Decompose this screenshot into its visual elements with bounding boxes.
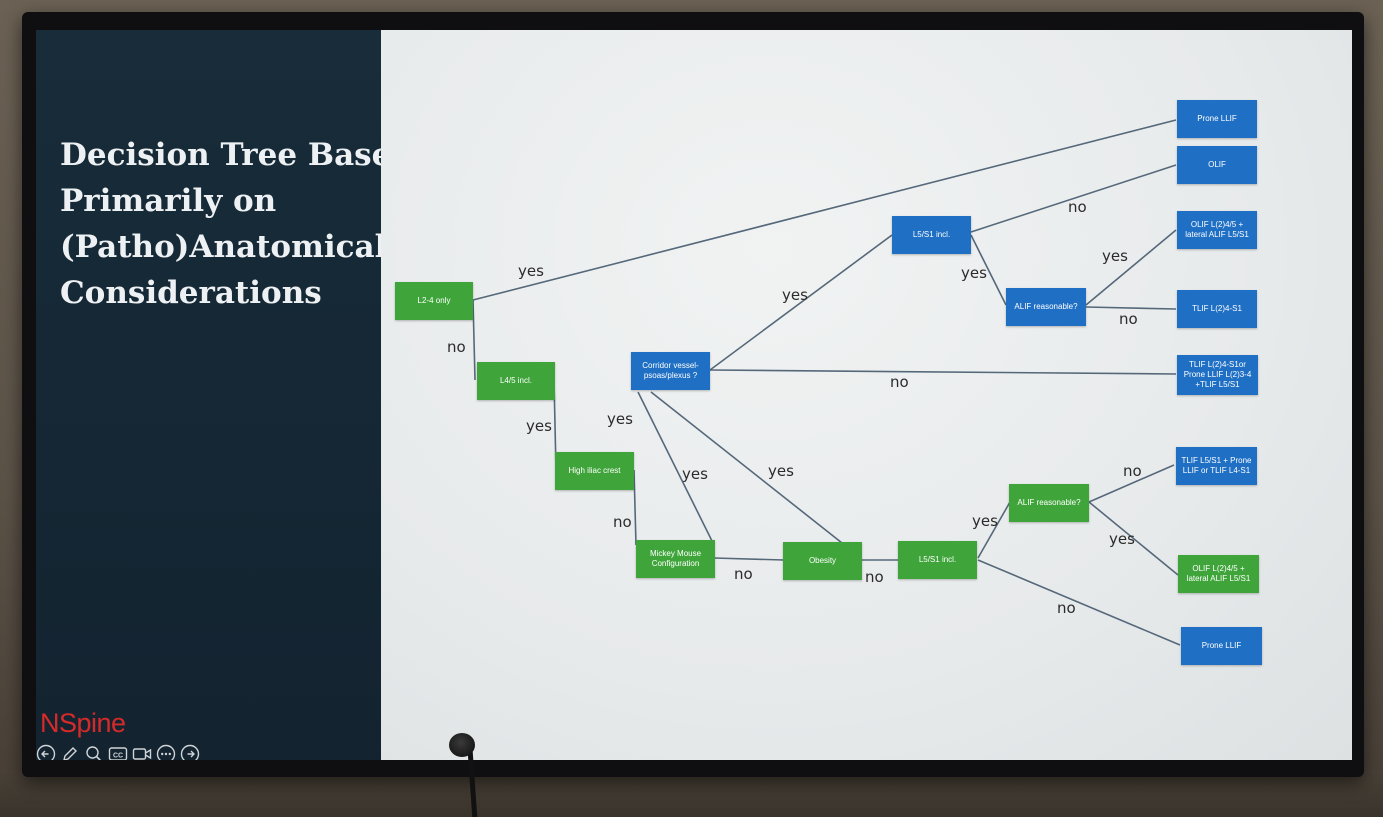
node-prone-llif-low: Prone LLIF [1181, 627, 1262, 665]
slide-title: Decision Tree Based Primarily on (Patho)… [60, 132, 414, 316]
pen-icon[interactable] [60, 744, 80, 760]
edge-l5s1-top-olif [970, 164, 1177, 233]
presenter-toolbar: CC [36, 742, 200, 760]
edge-l5s1-prone-llif [977, 559, 1181, 646]
node-alif-reasonable-top: ALIF reasonable? [1006, 288, 1086, 326]
edge-l5s1-top-alif [970, 234, 1007, 306]
more-icon[interactable] [156, 744, 176, 760]
edge-alif-low-tlif [1088, 464, 1175, 503]
edge-label-yes: yes [782, 286, 808, 304]
edge-label-no: no [734, 565, 753, 583]
edge-label-no: no [1068, 198, 1087, 216]
edge-label-yes: yes [768, 462, 794, 480]
slide-title-panel: Decision Tree Based Primarily on (Patho)… [36, 30, 414, 760]
slide-title-line: Primarily on [60, 183, 277, 219]
slide-title-line: Considerations [60, 275, 322, 311]
edge-corridor-mickey [637, 391, 715, 546]
edge-label-no: no [1123, 462, 1142, 480]
edge-label-no: no [613, 513, 632, 531]
edge-label-no: no [865, 568, 884, 586]
edge-label-yes: yes [518, 262, 544, 280]
edge-label-yes: yes [682, 465, 708, 483]
node-mickey-mouse-configuration: Mickey Mouse Configuration [636, 540, 715, 578]
presentation-screen: Decision Tree Based Primarily on (Patho)… [36, 30, 1352, 760]
node-l4-5-incl: L4/5 incl. [477, 362, 555, 400]
edge-l24-l45 [472, 299, 476, 381]
edge-alif-low-olif [1088, 501, 1179, 576]
node-l5-s1-incl-low: L5/S1 incl. [898, 541, 977, 579]
brand-logo: NSpine [40, 708, 126, 738]
arrow-right-icon[interactable] [180, 744, 200, 760]
video-icon[interactable] [132, 744, 152, 760]
arrow-left-icon[interactable] [36, 744, 56, 760]
slide-title-line: (Patho)Anatomical [60, 229, 387, 265]
microphone-icon [449, 733, 475, 757]
edge-label-yes: yes [972, 512, 998, 530]
edge-label-yes: yes [961, 264, 987, 282]
edge-label-yes: yes [607, 410, 633, 428]
captions-text: CC [113, 752, 123, 759]
node-obesity: Obesity [783, 542, 862, 580]
decision-tree-edges [472, 119, 1181, 646]
node-alif-reasonable-low: ALIF reasonable? [1009, 484, 1089, 522]
node-prone-llif-top: Prone LLIF [1177, 100, 1257, 138]
node-l2-4-only: L2-4 only [395, 282, 473, 320]
edge-mickey-obesity [713, 557, 785, 561]
edge-iliac-mickey [633, 469, 637, 546]
node-tlif-l5s1-prone-llif: TLIF L5/S1 + Prone LLIF or TLIF L4-S1 [1176, 447, 1257, 485]
node-olif-l245-lateral-alif-low: OLIF L(2)4/5 + lateral ALIF L5/S1 [1178, 555, 1259, 593]
floor-background [0, 770, 1383, 817]
edge-label-no: no [447, 338, 466, 356]
edge-corridor-tlif-or-prone [709, 369, 1177, 375]
edge-l24-prone-llif [472, 119, 1177, 301]
edge-alif-top-tlif [1085, 306, 1177, 310]
edge-label-yes: yes [526, 417, 552, 435]
captions-icon[interactable]: CC [108, 744, 128, 760]
edge-label-yes: yes [1102, 247, 1128, 265]
slide-title-line: Decision Tree Based [60, 137, 414, 173]
zoom-icon[interactable] [84, 744, 104, 760]
node-olif: OLIF [1177, 146, 1257, 184]
node-tlif-l24-s1: TLIF L(2)4-S1 [1177, 290, 1257, 328]
edge-alif-top-olif-l245 [1085, 229, 1177, 306]
node-olif-l245-lateral-alif-top: OLIF L(2)4/5 + lateral ALIF L5/S1 [1177, 211, 1257, 249]
node-tlif-or-prone-llif: TLIF L(2)4-S1or Prone LLIF L(2)3-4 +TLIF… [1177, 355, 1258, 395]
edge-corridor-obesity [650, 391, 862, 559]
edge-l5s1-alif-low [977, 501, 1011, 559]
node-l5-s1-incl-top: L5/S1 incl. [892, 216, 971, 254]
node-corridor-vessel-psoas: Corridor vessel-psoas/plexus ? [631, 352, 710, 390]
edge-label-yes: yes [1109, 530, 1135, 548]
edge-label-no: no [890, 373, 909, 391]
edge-corridor-l5s1-top [709, 234, 893, 371]
edge-label-no: no [1119, 310, 1138, 328]
node-high-iliac-crest: High iliac crest [555, 452, 634, 490]
decision-tree-diagram: L2-4 only L4/5 incl. High iliac crest Mi… [381, 30, 1352, 760]
edge-label-no: no [1057, 599, 1076, 617]
